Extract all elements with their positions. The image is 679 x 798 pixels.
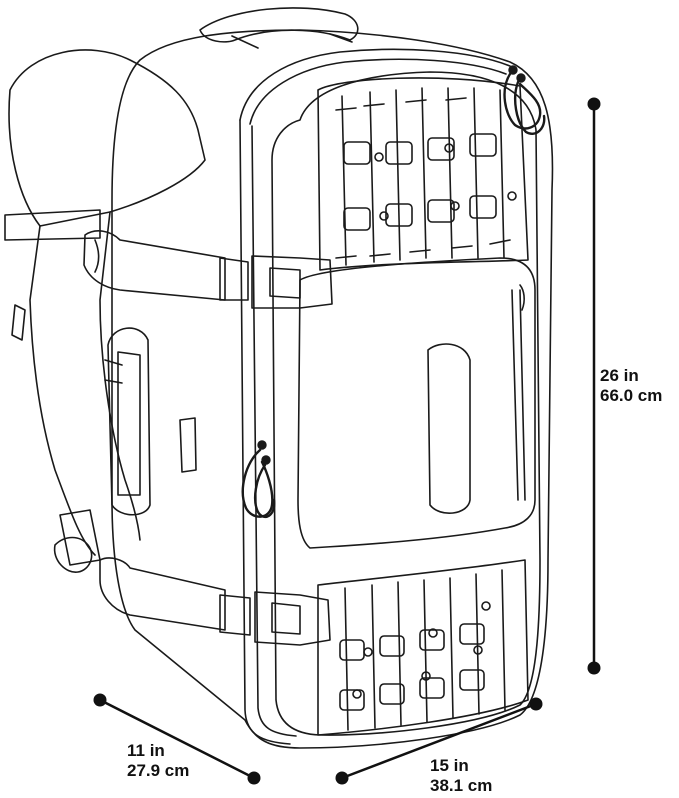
width-dimension-line xyxy=(335,697,543,785)
height-label: 26 in 66.0 cm xyxy=(600,366,662,406)
depth-endpoint-right xyxy=(247,771,261,785)
height-dimension-line xyxy=(587,97,601,675)
depth-metric: 27.9 cm xyxy=(127,761,190,780)
height-endpoint-top xyxy=(587,97,601,111)
width-endpoint-left xyxy=(335,771,349,785)
width-imperial: 15 in xyxy=(430,756,469,775)
height-imperial: 26 in xyxy=(600,366,639,385)
zipper-pull-side xyxy=(241,440,276,519)
width-endpoint-right xyxy=(529,697,543,711)
shoulder-strap xyxy=(4,49,206,573)
top-handle xyxy=(199,7,359,49)
compression-strap-bottom xyxy=(99,557,331,646)
width-metric: 38.1 cm xyxy=(430,776,493,795)
depth-imperial: 11 in xyxy=(127,741,165,760)
compression-strap-top xyxy=(83,230,333,309)
front-pocket xyxy=(297,257,536,549)
height-metric: 66.0 cm xyxy=(600,386,663,405)
side-handle xyxy=(104,327,197,516)
molle-panel-bottom xyxy=(317,559,529,736)
zipper-pull-top xyxy=(503,65,546,135)
molle-panel-top xyxy=(317,77,529,271)
depth-endpoint-left xyxy=(93,693,107,707)
backpack-body xyxy=(111,29,554,749)
height-endpoint-bottom xyxy=(587,661,601,675)
depth-label: 11 in 27.9 cm xyxy=(127,741,189,781)
depth-dimension-line xyxy=(93,693,261,785)
width-label: 15 in 38.1 cm xyxy=(430,756,492,796)
